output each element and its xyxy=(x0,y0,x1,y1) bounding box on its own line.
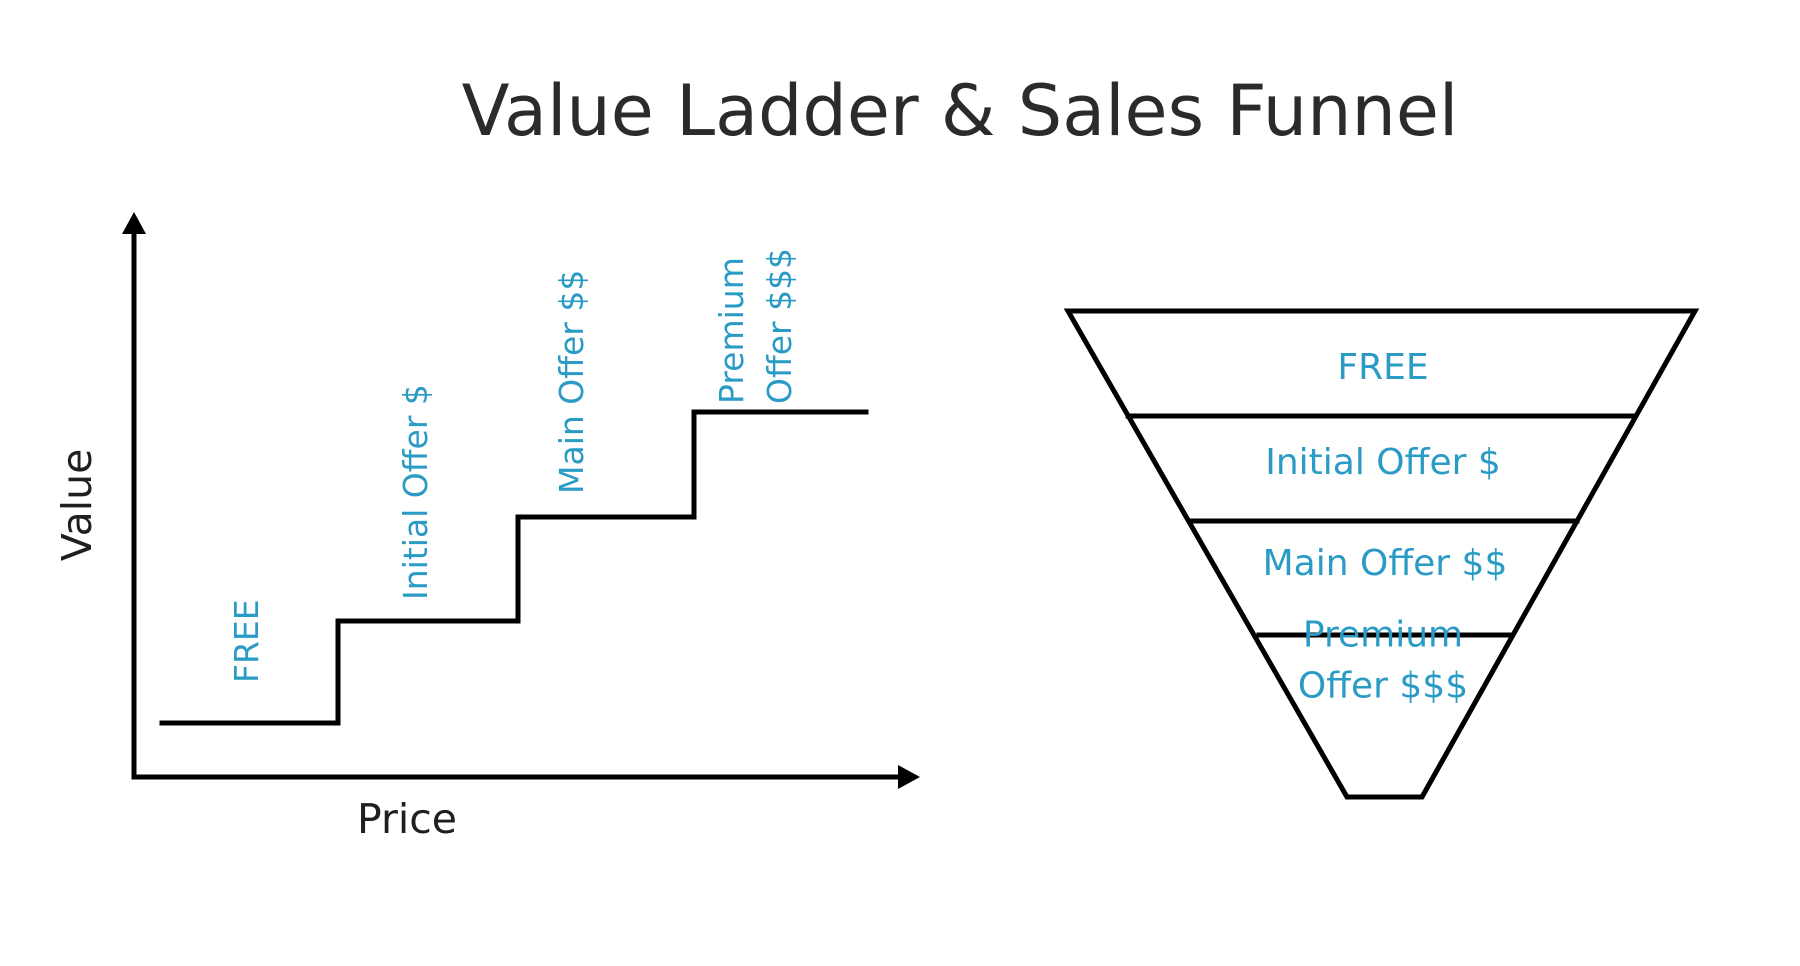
ladder-step-label: Offer $$$ xyxy=(760,248,799,404)
funnel-tier-label: Premium xyxy=(1303,615,1463,656)
funnel-tier-label: Initial Offer $ xyxy=(1265,442,1501,483)
funnel-tier-label: Main Offer $$ xyxy=(1263,543,1508,584)
y-axis-label: Value xyxy=(53,449,101,562)
value-ladder-staircase xyxy=(159,409,869,726)
ladder-step-label: Premium xyxy=(712,257,751,404)
ladder-step-label: Main Offer $$ xyxy=(552,270,591,494)
funnel-tier-labels: FREE Initial Offer $ Main Offer $$ PremiumO… xyxy=(1263,347,1508,707)
funnel-outline xyxy=(1063,308,1700,800)
funnel-tier-label: FREE xyxy=(1337,347,1428,388)
x-axis-label: Price xyxy=(357,795,457,843)
ladder-step-label: Initial Offer $ xyxy=(396,384,435,600)
page-title: Value Ladder & Sales Funnel xyxy=(462,70,1459,152)
sales-funnel: FREE Initial Offer $ Main Offer $$ PremiumO… xyxy=(1063,308,1700,800)
value-ladder: Value Price FREE Initial Offer $ Main Offe… xyxy=(53,212,920,843)
y-axis-arrowhead xyxy=(122,212,146,234)
x-axis-arrowhead xyxy=(898,765,920,789)
ladder-step-label: FREE xyxy=(227,599,266,683)
funnel-tier-label: Offer $$$ xyxy=(1298,666,1468,707)
